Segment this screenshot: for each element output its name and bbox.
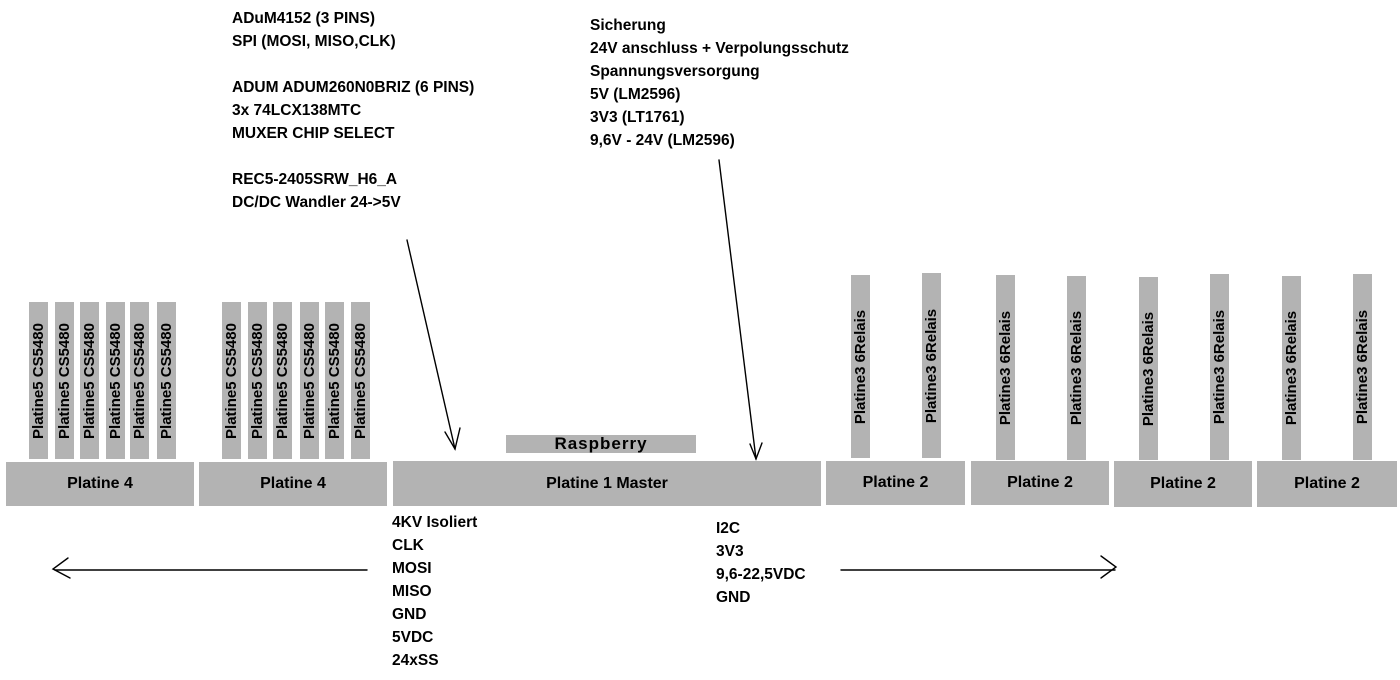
board-label: Platine 2 <box>1007 474 1073 491</box>
relais-module: Platine3 6Relais <box>1067 276 1086 460</box>
board-label: Platine 4 <box>260 475 326 492</box>
relais-module: Platine3 6Relais <box>851 275 870 458</box>
board-platine-2: Platine 2 <box>1257 461 1397 507</box>
bus-signal: CLK <box>392 537 424 554</box>
board-platine-1-master: Platine 1 Master <box>393 461 821 506</box>
note-line: Spannungsversorgung <box>590 63 760 80</box>
arrowhead <box>51 557 71 579</box>
isolator-notes: ADuM4152 (3 PINS) SPI (MOSI, MISO,CLK) A… <box>232 7 474 214</box>
note-line: 5V (LM2596) <box>590 86 681 103</box>
note-line: DC/DC Wandler 24->5V <box>232 194 401 211</box>
note-line: 3V3 (LT1761) <box>590 109 685 126</box>
bus-left-signals: 4KV Isoliert CLK MOSI MISO GND 5VDC 24xS… <box>392 511 477 672</box>
power-notes: Sicherung 24V anschluss + Verpolungsschu… <box>590 14 849 152</box>
board-label: Platine 2 <box>1150 475 1216 492</box>
arrow-isolator-to-master <box>406 239 456 450</box>
board-platine-2: Platine 2 <box>971 461 1109 505</box>
board-platine-4: Platine 4 <box>6 462 194 506</box>
raspberry-label: Raspberry <box>554 434 648 453</box>
relais-module: Platine3 6Relais <box>1210 274 1229 460</box>
cs5480-module: Platine5 CS5480 <box>29 302 48 459</box>
bus-signal: 9,6-22,5VDC <box>716 566 806 583</box>
board-platine-4: Platine 4 <box>199 462 387 506</box>
bus-title: 4KV Isoliert <box>392 514 478 531</box>
relais-module: Platine3 6Relais <box>1282 276 1301 460</box>
cs5480-module: Platine5 CS5480 <box>130 302 149 459</box>
note-line: 24V anschluss + Verpolungsschutz <box>590 40 849 57</box>
board-platine-2: Platine 2 <box>1114 461 1252 507</box>
arrowhead <box>444 427 461 451</box>
bus-signal: 24xSS <box>392 652 439 669</box>
relais-module: Platine3 6Relais <box>996 275 1015 460</box>
board-label: Platine 4 <box>67 475 133 492</box>
cs5480-module: Platine5 CS5480 <box>157 302 176 459</box>
relais-module: Platine3 6Relais <box>1353 274 1372 460</box>
raspberry-board: Raspberry <box>506 434 696 453</box>
bus-signal: MOSI <box>392 560 432 577</box>
arrow-power-to-master <box>718 159 757 460</box>
cs5480-module: Platine5 CS5480 <box>273 302 292 459</box>
cs5480-module: Platine5 CS5480 <box>351 302 370 459</box>
note-line: SPI (MOSI, MISO,CLK) <box>232 33 396 50</box>
note-line: ADuM4152 (3 PINS) <box>232 10 375 27</box>
note-line: 3x 74LCX138MTC <box>232 102 362 119</box>
cs5480-module: Platine5 CS5480 <box>222 302 241 459</box>
board-label: Platine 1 Master <box>546 474 668 492</box>
cs5480-module: Platine5 CS5480 <box>325 302 344 459</box>
cs5480-module: Platine5 CS5480 <box>106 302 125 459</box>
bus-signal: 3V3 <box>716 543 744 560</box>
note-line: REC5-2405SRW_H6_A <box>232 171 398 188</box>
relais-module: Platine3 6Relais <box>1139 277 1158 460</box>
arrowhead <box>749 442 763 461</box>
bus-signal: GND <box>716 589 751 606</box>
note-line: Sicherung <box>590 17 666 34</box>
cs5480-module: Platine5 CS5480 <box>55 302 74 459</box>
note-line: 9,6V - 24V (LM2596) <box>590 132 735 149</box>
bus-right-signals: I2C 3V3 9,6-22,5VDC GND <box>716 517 806 609</box>
board-platine-2: Platine 2 <box>826 461 965 505</box>
cs5480-module: Platine5 CS5480 <box>248 302 267 459</box>
board-label: Platine 2 <box>862 474 929 491</box>
bus-signal: 5VDC <box>392 629 434 646</box>
note-line: ADUM ADUM260N0BRIZ (6 PINS) <box>232 79 475 96</box>
arrowhead <box>1100 555 1118 579</box>
bus-signal: MISO <box>392 583 432 600</box>
note-line: MUXER CHIP SELECT <box>232 125 395 142</box>
bus-title: I2C <box>716 520 741 537</box>
bus-signal: GND <box>392 606 427 623</box>
cs5480-module: Platine5 CS5480 <box>300 302 319 459</box>
relais-module: Platine3 6Relais <box>922 273 941 458</box>
cs5480-module: Platine5 CS5480 <box>80 302 99 459</box>
board-label: Platine 2 <box>1294 475 1360 492</box>
